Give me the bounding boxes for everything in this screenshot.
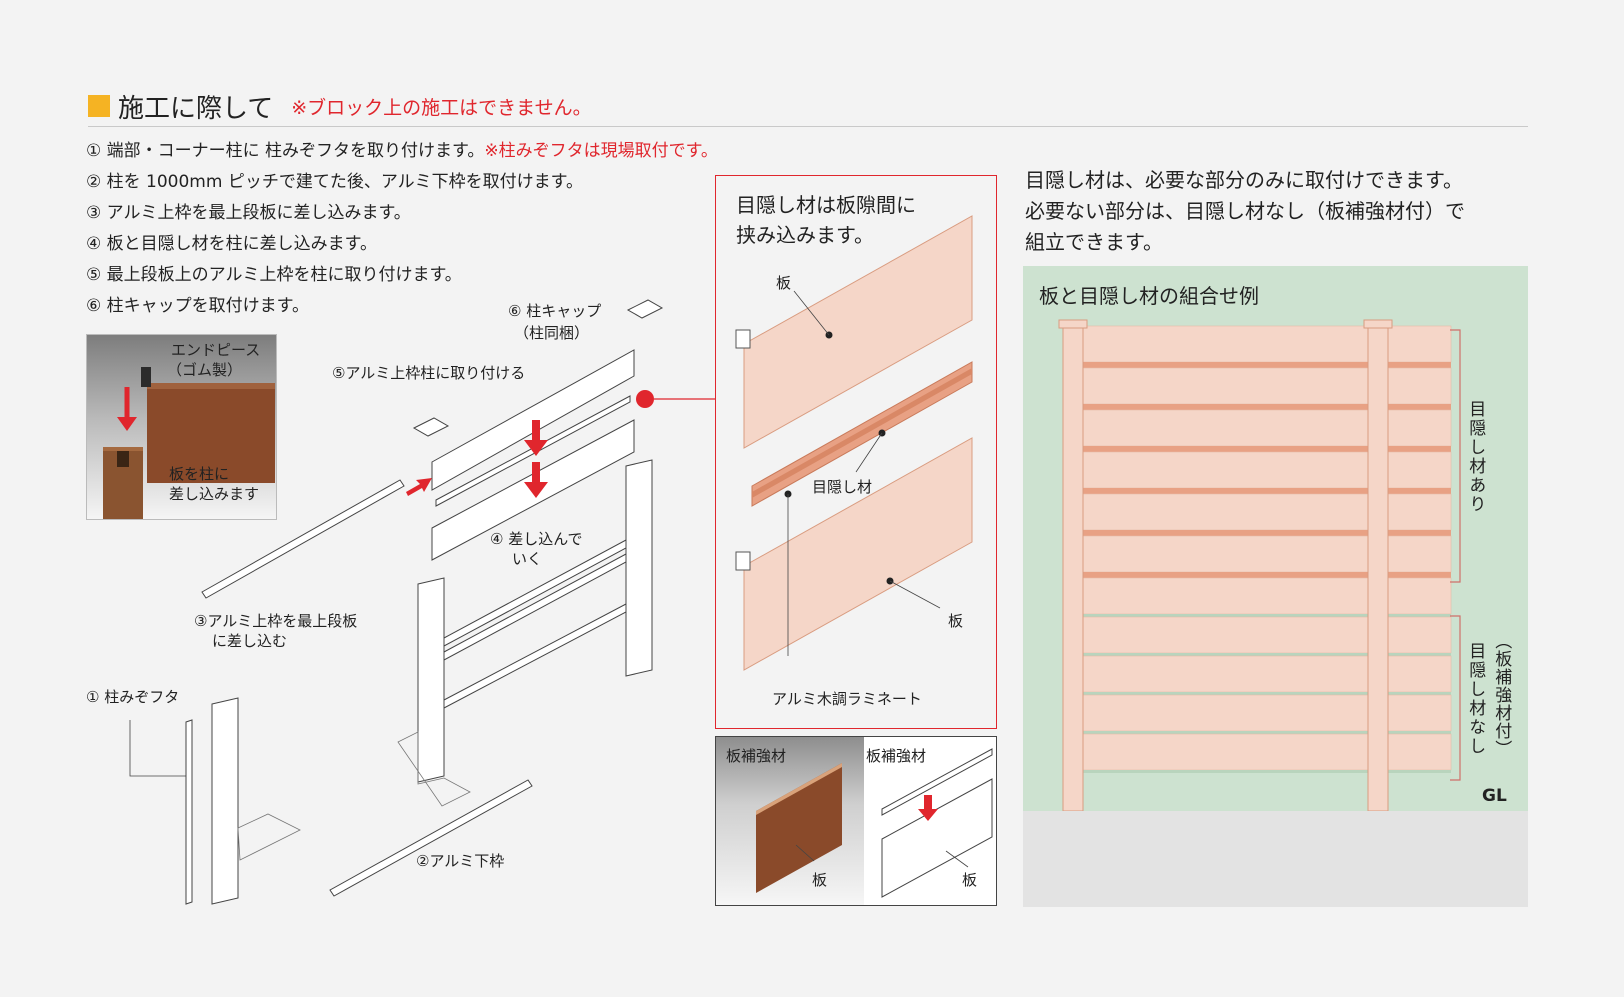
reinforcement-gap (1075, 614, 1451, 617)
fence-board (1074, 451, 1452, 489)
combination-title: 板と目隠し材の組合せ例 (1039, 284, 1259, 308)
reinforcement-board-left: 板 (812, 871, 828, 889)
cap-callout: ⑥ 柱キャップ (508, 302, 602, 320)
endpiece-label: エンドピース (171, 341, 261, 359)
fence-board (1074, 577, 1452, 615)
middle-post-shape (417, 577, 445, 783)
screen-material-label: 目隠し材 (812, 478, 873, 496)
assembly-arrows (406, 420, 548, 498)
endpiece-inset: エンドピース （ゴム製） 板を柱に 差し込みます (86, 334, 277, 520)
step-5: ⑤ 最上段板上のアルミ上枠を柱に取り付けます。 (86, 265, 462, 285)
reinforced-label: （板補強材付） (1491, 632, 1512, 758)
upper-frame-callout-2: に差し込む (212, 632, 288, 650)
step-2: ② 柱を 1000mm ピッチで建てた後、アルミ下枠を取付けます。 (86, 172, 583, 192)
right-description: 目隠し材は、必要な部分のみに取付けできます。 必要ない部分は、目隠し材なし（板補… (1025, 168, 1465, 254)
reinforcement-gap (1075, 770, 1451, 773)
laminate-label: アルミ木調ラミネート (772, 690, 922, 708)
fence-board (1074, 616, 1452, 654)
reinforcement-gap (1075, 692, 1451, 695)
insert-callout-2: いく (512, 550, 543, 568)
fence-board (1074, 694, 1452, 732)
endpiece-material: （ゴム製） (167, 361, 243, 379)
reinforcement-gap (1075, 653, 1451, 656)
screen-strip (1075, 446, 1451, 452)
screen-strip (1075, 362, 1451, 368)
post-cap-small-shape (412, 417, 450, 437)
fence-boards (1074, 325, 1452, 773)
reinforcement-board-right: 板 (962, 871, 978, 889)
detail-heading-1: 目隠し材は板隙間に (736, 193, 916, 217)
with-screen-label: 目隠し材あり (1465, 400, 1486, 514)
upper-frame-shape (201, 479, 405, 599)
ground-area (1023, 811, 1528, 907)
gl-label: GL (1482, 786, 1507, 806)
detail-illustration (735, 215, 973, 671)
board-bottom-label: 板 (948, 612, 964, 630)
fence-board (1074, 493, 1452, 531)
step-4: ④ 板と目隠し材を柱に差し込みます。 (86, 234, 377, 254)
screen-strip (1075, 404, 1451, 410)
reinforcement-box: 板補強材 板 板補強材 板 (715, 736, 997, 906)
fence-board (1074, 733, 1452, 771)
title-note: ※ブロック上の施工はできません。 (291, 96, 592, 119)
board-top-label: 板 (776, 274, 792, 292)
right-post-shape (625, 459, 653, 677)
reinforcement-gap (1075, 731, 1451, 734)
screen-strip (1075, 488, 1451, 494)
insert-callout-1: ④ 差し込んで (490, 530, 583, 548)
screen-detail-box: 目隠し材は板隙間に 挟み込みます。 板 目隠し材 板 アルミ木調ラミネート (715, 175, 997, 729)
fence-board (1074, 367, 1452, 405)
post-cap-shape (626, 299, 664, 319)
fence-board (1074, 535, 1452, 573)
step-6: ⑥ 柱キャップを取付けます。 (86, 296, 309, 316)
fence-board (1074, 655, 1452, 693)
step-1: ① 端部・コーナー柱に 柱みぞフタを取り付けます。※柱みぞフタは現場取付です。 (86, 141, 718, 161)
fence-board (1074, 325, 1452, 363)
fence-board (1074, 409, 1452, 447)
detail-heading-2: 挟み込みます。 (736, 223, 874, 247)
screen-strip (1075, 530, 1451, 536)
groove-cover-shape (185, 719, 193, 905)
detail-marker-icon (636, 390, 654, 408)
step-3: ③ アルミ上枠を最上段板に差し込みます。 (86, 203, 411, 223)
screen-strip (1075, 572, 1451, 578)
groove-cover-callout: ① 柱みぞフタ (86, 688, 180, 706)
endpiece-illustration (103, 367, 275, 519)
insert-board-label-1: 板を柱に (169, 465, 230, 483)
reinforcement-label-left: 板補強材 (726, 747, 787, 765)
without-screen-label: 目隠し材なし (1465, 642, 1486, 756)
bottom-rail-shape (329, 779, 533, 897)
section-title: 施工に際して ※ブロック上の施工はできません。 (88, 88, 592, 124)
top-frame-callout: ⑤アルミ上枠柱に取り付ける (332, 364, 526, 382)
groove-post-shape (211, 697, 239, 905)
insert-board-label-2: 差し込みます (169, 485, 260, 503)
cap-callout-note: （柱同梱） (514, 324, 590, 342)
upper-frame-callout-1: ③アルミ上枠を最上段板 (194, 612, 358, 630)
bottom-frame-callout: ②アルミ下枠 (416, 852, 505, 870)
title-square-icon (88, 95, 110, 117)
reinforcement-illustration (756, 748, 993, 898)
reinforcement-label-right: 板補強材 (866, 747, 927, 765)
title-divider (88, 126, 1528, 127)
fence-elevation (1058, 319, 1461, 811)
title-text: 施工に際して (118, 93, 274, 124)
